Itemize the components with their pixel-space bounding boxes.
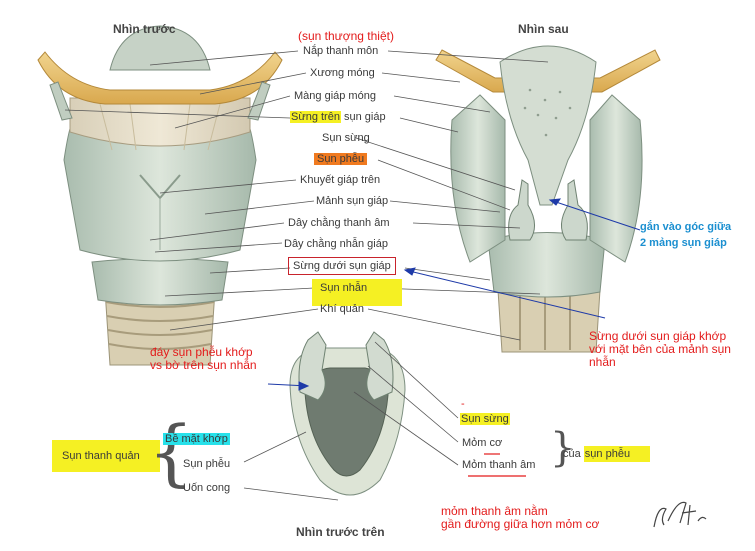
- label-vocal-ligament: Dây chằng thanh âm: [288, 217, 390, 229]
- label-corniculate-2: Sụn sừng: [460, 412, 510, 426]
- label-muscular-process: Mỏm cơ: [462, 437, 503, 449]
- front-view-larynx: [37, 25, 283, 366]
- back-trachea: [497, 289, 601, 353]
- left-brace: {: [148, 410, 194, 494]
- note-vp-line-2: gần đường giữa hơn mỏm cơ: [441, 517, 600, 531]
- front-hyoid: [37, 51, 283, 105]
- note-vocal-process: mỏm thanh âm nằm gần đường giữa hơn mỏm …: [441, 505, 599, 531]
- front-epiglottis: [109, 25, 211, 71]
- label-of-arytenoid-highlight: sụn phễu: [583, 446, 651, 462]
- note-ihj-line-1: Sừng dưới sụn giáp khớp: [589, 329, 727, 343]
- label-cricoid: Sụn nhẫn: [320, 282, 368, 294]
- view-title-back: Nhìn sau: [518, 22, 569, 36]
- label-of-prefix: của: [563, 448, 584, 460]
- label-curvature: Uốn cong: [183, 482, 231, 494]
- blue-arrows: [267, 198, 641, 391]
- label-superior-horn-highlight: Sừng trên: [290, 111, 341, 123]
- back-cricoid: [487, 232, 606, 298]
- label-inferior-horn: Sừng dưới sụn giáp: [288, 257, 396, 275]
- label-articular-surface: Bề mặt khớp: [163, 432, 230, 446]
- back-epiglottis: [499, 45, 597, 206]
- label-superior-horn: Sừng trên sụn giáp: [290, 110, 386, 124]
- right-brace: }: [550, 425, 576, 471]
- view-title-superior: Nhìn trước trên: [296, 525, 385, 539]
- label-epiglottis: Nắp thanh môn: [303, 45, 379, 57]
- top-arytenoid-right: [365, 331, 394, 401]
- note-ihj-line-2: với mặt bên của mảnh sụn: [589, 342, 731, 356]
- label-thyrohyoid-membrane: Màng giáp móng: [294, 90, 376, 102]
- label-cricothyroid-ligament: Dây chằng nhẫn giáp: [284, 238, 388, 250]
- label-thyroid-notch: Khuyết giáp trên: [300, 174, 381, 186]
- label-epiglottis-note: (sụn thượng thiệt): [298, 29, 394, 43]
- note-inferior-horn-joint: Sừng dưới sụn giáp khớp với mặt bên của …: [589, 330, 731, 369]
- label-arytenoid: Sụn phễu: [314, 152, 368, 166]
- view-title-front: Nhìn trước: [113, 22, 176, 36]
- label-arytenoid-2: Sụn phễu: [183, 458, 231, 470]
- back-arytenoid-right: [561, 179, 588, 241]
- label-articular-surface-highlight: Bề mặt khớp: [163, 433, 230, 445]
- note-attach: gắn vào góc giữa 2 mảng sụn giáp: [640, 219, 731, 251]
- back-view-larynx: [435, 45, 661, 353]
- label-of-arytenoid: của sụn phễu: [563, 446, 651, 462]
- label-arytenoid-highlight: Sụn phễu: [314, 153, 368, 165]
- front-cricoid: [91, 258, 229, 306]
- label-vocal-process: Mỏm thanh âm: [462, 459, 536, 471]
- label-laryngeal-cartilage: Sụn thanh quản: [62, 450, 140, 462]
- label-corniculate: Sụn sừng: [322, 132, 370, 144]
- front-thyrohyoid-membrane: [69, 97, 251, 147]
- label-thyroid-lamina: Mảnh sụn giáp: [316, 195, 389, 207]
- label-superior-horn-rest: sụn giáp: [340, 111, 386, 123]
- note-ab-line-1: đáy sụn phễu khớp: [150, 345, 253, 359]
- top-arytenoid-left: [298, 331, 327, 401]
- cricoid-highlight-block: [312, 279, 402, 306]
- label-hyoid: Xương móng: [310, 67, 375, 79]
- label-trachea: Khí quản: [320, 303, 365, 315]
- superior-view-cricoid: [289, 331, 406, 496]
- dash-mark: -: [461, 398, 465, 410]
- laryngeal-cartilage-highlight: [52, 440, 160, 472]
- note-ab-line-2: vs bờ trên sụn nhẫn: [150, 358, 257, 372]
- note-attach-line-2: 2 mảng sụn giáp: [640, 237, 727, 249]
- leader-lines: [64, 50, 549, 501]
- note-arytenoid-base: đáy sụn phễu khớp vs bờ trên sụn nhẫn: [150, 346, 257, 372]
- red-underlines: [468, 453, 526, 477]
- label-corniculate-2-highlight: Sụn sừng: [460, 413, 510, 425]
- netter-signature: [653, 501, 707, 528]
- back-arytenoid-left: [508, 179, 535, 241]
- back-thyroid: [450, 94, 506, 263]
- note-attach-line-1: gắn vào góc giữa: [640, 221, 732, 233]
- note-ihj-line-3: nhẫn: [589, 355, 616, 369]
- note-vp-line-1: mỏm thanh âm nằm: [441, 504, 548, 518]
